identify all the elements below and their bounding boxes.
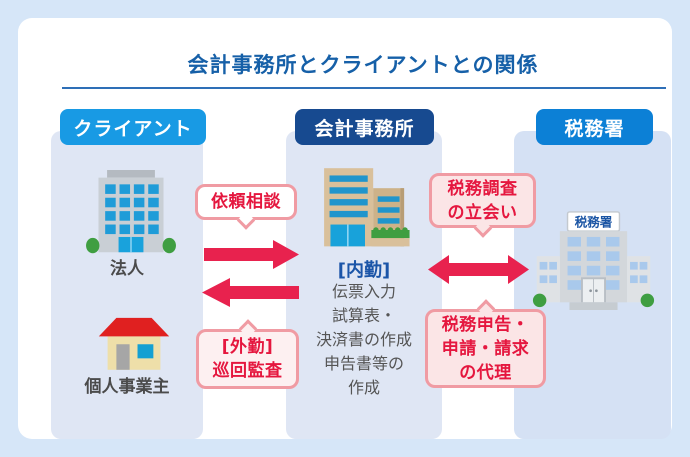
office-task-line: 作成 <box>347 378 380 397</box>
bubble-line: [外勤] <box>221 337 274 357</box>
house-icon <box>98 317 170 370</box>
bubble-line: 税務調査 <box>447 178 518 199</box>
tax-office-sign-text: 税務署 <box>575 214 613 229</box>
tax-header-badge: 税務署 <box>536 109 653 145</box>
corporate-label: 法人 <box>110 259 144 279</box>
bubble-line: の立会い <box>447 202 518 223</box>
arrow-right-icon <box>204 240 299 269</box>
accounting-office-building-icon <box>324 168 410 247</box>
tax-office-building-icon: 税務署 <box>532 211 655 310</box>
page-title: 会計事務所とクライアントとの関係 <box>187 53 539 77</box>
office-header-badge: 会計事務所 <box>295 109 434 145</box>
office-role-label: [内勤] <box>337 260 391 281</box>
office-task-line: 決済書の作成 <box>315 330 412 349</box>
fieldwork-audit-bubble: [外勤] 巡回監査 <box>196 319 299 389</box>
bush-icon <box>640 293 655 308</box>
arrow-left-icon <box>202 278 299 307</box>
corporate-windows <box>105 184 159 235</box>
corporate-building-icon <box>86 170 176 254</box>
diagram-card: 会計事務所とクライアントとの関係 クライアント 会計事務所 税務署 法人 <box>18 18 672 439</box>
bubble-line: 依頼相談 <box>211 192 281 212</box>
bush-icon <box>86 237 100 254</box>
client-header-badge: クライアント <box>60 109 206 145</box>
bubble-line: 税務申告・ <box>441 314 530 335</box>
request-consultation-bubble: 依頼相談 <box>195 184 297 230</box>
office-task-line: 申告書等の <box>323 354 404 373</box>
bubble-line: の代理 <box>459 362 512 383</box>
title-underline <box>62 87 666 89</box>
tax-filing-proxy-bubble: 税務申告・ 申請・請求 の代理 <box>425 299 546 388</box>
individual-label: 個人事業主 <box>84 377 170 397</box>
bubble-tail <box>236 211 256 230</box>
office-window-bands <box>329 175 368 218</box>
tax-office-windows <box>539 236 648 290</box>
bush-icon <box>532 293 547 308</box>
annex-window-bands <box>377 196 400 224</box>
office-task-line: 試算表・ <box>331 306 396 325</box>
tax-investigation-bubble: 税務調査 の立会い <box>429 173 536 238</box>
bubble-line: 巡回監査 <box>212 361 283 381</box>
office-task-list: 伝票入力 試算表・ 決済書の作成 申告書等の 作成 <box>286 280 442 400</box>
bush-icon <box>162 237 176 254</box>
bubble-line: 申請・請求 <box>441 338 530 359</box>
arrow-double-icon <box>428 255 529 284</box>
office-task-line: 伝票入力 <box>331 282 396 301</box>
hedge-icon <box>371 230 410 239</box>
